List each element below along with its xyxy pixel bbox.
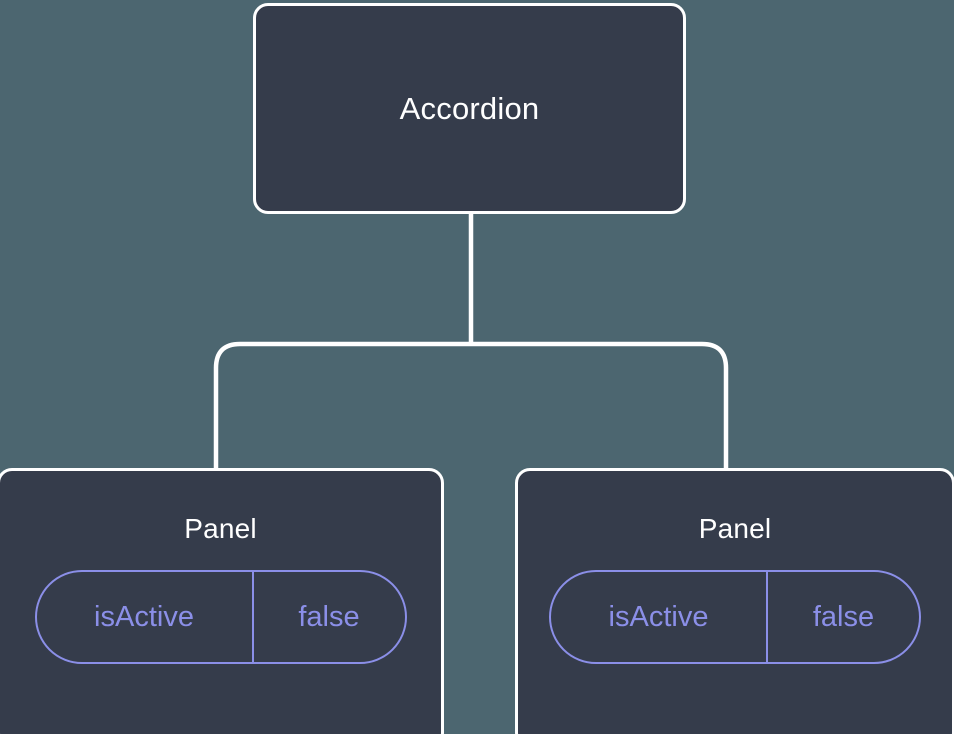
node-accordion-label: Accordion — [399, 91, 540, 126]
node-panel-left-label: Panel — [184, 513, 257, 544]
node-accordion[interactable]: Accordion — [253, 3, 686, 214]
connector-right-branch — [471, 341, 729, 472]
connector-left-branch — [213, 341, 471, 472]
prop-pill-right[interactable]: isActive false — [549, 570, 921, 664]
prop-key-isactive-left: isActive — [37, 572, 254, 662]
prop-value-isactive-left: false — [298, 600, 360, 633]
node-panel-left[interactable]: Panel isActive false — [0, 468, 444, 734]
prop-key-isactive-right: isActive — [551, 572, 768, 662]
node-panel-right[interactable]: Panel isActive false — [515, 468, 954, 734]
prop-pill-left[interactable]: isActive false — [34, 570, 407, 664]
node-panel-right-label: Panel — [698, 513, 772, 544]
prop-value-isactive-right: false — [812, 600, 875, 633]
